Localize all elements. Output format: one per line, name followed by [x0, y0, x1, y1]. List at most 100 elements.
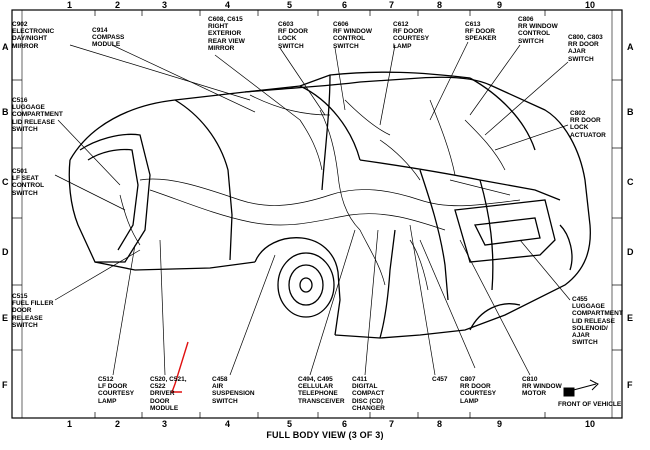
grid-ticks [12, 10, 622, 418]
callout-c516-line-3: LID RELEASE [12, 118, 55, 126]
callout-c455-line-0: C455 [572, 296, 588, 303]
grid-row-right-D: D [627, 247, 634, 257]
callout-c603-line-3: SWITCH [278, 42, 304, 50]
grid-row-left-B: B [2, 107, 9, 117]
diagram-title: FULL BODY VIEW (3 OF 3) [266, 430, 384, 440]
grid-column-bottom-6: 6 [342, 419, 348, 429]
callout-c810-line-2: MOTOR [522, 390, 547, 398]
callout-c800-line-0: C800, C803 [568, 34, 603, 41]
callout-c516-line-1: LUGGAGE [12, 104, 45, 112]
callout-c494-line-1: CELLULAR [298, 383, 334, 391]
callout-c612-line-2: COURTESY [393, 35, 430, 43]
callout-c807-line-0: C807 [460, 376, 476, 383]
callout-c516-line-0: C516 [12, 97, 28, 104]
front-of-vehicle-label: FRONT OF VEHICLE [558, 401, 622, 408]
grid-row-right-E: E [627, 313, 634, 323]
callout-c608-line-0: C608, C615 [208, 16, 243, 23]
grid-row-left-C: C [2, 177, 9, 187]
grid-column-bottom-8: 8 [437, 419, 443, 429]
grid-row-right-F: F [627, 380, 633, 390]
callout-c515-line-4: SWITCH [12, 321, 38, 329]
grid-column-top-2: 2 [115, 0, 121, 10]
callout-c512-line-1: LF DOOR [98, 383, 128, 391]
callout-c902-line-3: MIRROR [12, 42, 39, 50]
grid-row-left-A: A [2, 42, 9, 52]
grid-column-top-6: 6 [342, 0, 348, 10]
callout-c455-line-4: SOLENOID/ [572, 324, 608, 332]
grid-column-top-7: 7 [389, 0, 395, 10]
callout-c515-line-1: FUEL FILLER [12, 300, 54, 308]
callout-c512-line-3: LAMP [98, 397, 117, 405]
callout-c458-line-2: SUSPENSION [212, 390, 255, 398]
callout-c902-line-0: C902 [12, 21, 28, 28]
grid-row-left-F: F [2, 380, 8, 390]
callout-c501-line-3: SWITCH [12, 189, 38, 197]
callout-c807-line-2: COURTESY [460, 390, 497, 398]
callout-c516-line-4: SWITCH [12, 125, 38, 133]
grid-row-left-E: E [2, 313, 9, 323]
callout-c608-line-2: EXTERIOR [208, 30, 242, 38]
callout-c800-line-2: AJAR [568, 48, 586, 56]
callout-c806-line-0: C806 [518, 16, 534, 23]
callout-c455-line-6: SWITCH [572, 339, 598, 347]
callout-c914-line-0: C914 [92, 27, 108, 34]
callout-c411-line-3: DISC (CD) [352, 397, 384, 405]
callout-c603-line-1: RF DOOR [278, 28, 308, 36]
callout-c520-line-4: MODULE [150, 404, 179, 412]
callout-c608-line-1: RIGHT [208, 23, 229, 31]
callout-c606-line-0: C606 [333, 21, 349, 28]
callout-c520-line-0: C520, C521, [150, 376, 187, 383]
callout-c455-line-1: LUGGAGE [572, 303, 605, 311]
car-body [68, 71, 591, 339]
callout-c520-line-3: DOOR [150, 397, 170, 405]
callout-c603-line-2: LOCK [278, 35, 297, 43]
callout-c501-line-2: CONTROL [12, 182, 45, 190]
callout-c802-line-1: RR DOOR [570, 117, 601, 125]
callout-c806-line-3: SWITCH [518, 37, 544, 45]
grid-row-right-A: A [627, 42, 634, 52]
callout-c411-line-0: C411 [352, 376, 368, 383]
callout-c411-line-4: CHANGER [352, 404, 385, 412]
callout-c810-line-0: C810 [522, 376, 538, 383]
callout-c455-line-5: AJAR [572, 332, 590, 340]
grid-column-top-9: 9 [497, 0, 503, 10]
callout-c515-line-3: RELEASE [12, 314, 43, 322]
callout-c494-line-2: TELEPHONE [298, 390, 338, 398]
grid-column-top-1: 1 [67, 0, 73, 10]
callout-c807-line-1: RR DOOR [460, 383, 491, 391]
callout-c458-line-3: SWITCH [212, 397, 238, 405]
grid-column-bottom-3: 3 [162, 419, 168, 429]
grid-column-top-4: 4 [225, 0, 231, 10]
grid-column-bottom-7: 7 [389, 419, 395, 429]
wiring-harness [119, 94, 521, 291]
grid-row-right-C: C [627, 177, 634, 187]
callout-c606-line-2: CONTROL [333, 35, 366, 43]
callout-c520-line-2: DRIVER [150, 390, 175, 398]
callout-c806-line-2: CONTROL [518, 30, 551, 38]
callout-c612-line-3: LAMP [393, 42, 412, 50]
callout-c516-line-2: COMPARTMENT [12, 111, 63, 119]
grid-column-top-3: 3 [162, 0, 168, 10]
grid-column-bottom-5: 5 [287, 419, 293, 429]
callout-c603-line-0: C603 [278, 21, 294, 28]
callout-c455-line-2: COMPARTMENT [572, 310, 623, 318]
callout-c606-line-1: RF WINDOW [333, 28, 372, 36]
callout-c515-line-0: C515 [12, 293, 28, 300]
leader-lines [54, 41, 571, 376]
